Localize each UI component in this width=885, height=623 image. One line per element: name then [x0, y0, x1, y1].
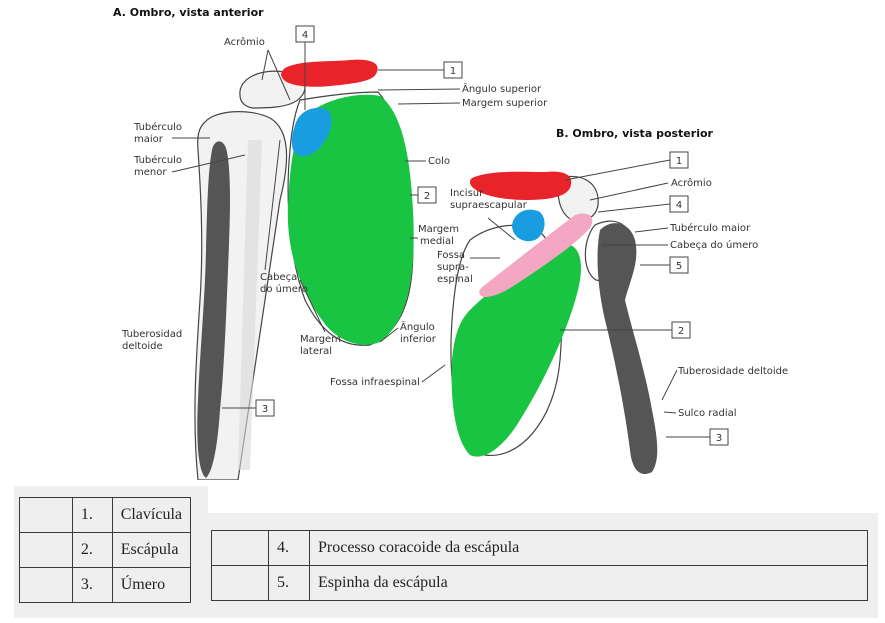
legend-name: Úmero: [111, 567, 192, 603]
processo-coracoide-highlight-a: [291, 107, 332, 157]
svg-text:Ângulo: Ângulo: [400, 320, 435, 333]
svg-text:4: 4: [676, 200, 682, 211]
label-margem-superior: Margem superior: [462, 98, 548, 109]
legend-row: 5. Espinha da escápula: [211, 565, 868, 601]
shoulder-anatomy-diagram: A. Ombro, vista anterior Acrômio 4 1 Âng…: [113, 6, 788, 480]
panel-a-title: A. Ombro, vista anterior: [113, 6, 264, 19]
label-acromio-a: Acrômio: [224, 36, 265, 48]
legend-row: 1. Clavícula: [19, 497, 192, 533]
svg-text:Tuberosidade deltoide: Tuberosidade deltoide: [677, 366, 788, 377]
svg-text:Tubérculo maior: Tubérculo maior: [669, 222, 751, 234]
svg-text:maior: maior: [134, 134, 164, 145]
svg-text:5: 5: [676, 261, 682, 272]
svg-text:Sulco radial: Sulco radial: [678, 408, 737, 419]
svg-text:Margem: Margem: [418, 224, 459, 235]
clavicula-highlight-b: [469, 171, 572, 200]
legend-row: 3. Úmero: [19, 567, 192, 603]
svg-text:Fossa infraespinal: Fossa infraespinal: [330, 377, 420, 388]
legend-row: 4. Processo coracoide da escápula: [211, 530, 868, 566]
svg-text:Cabeça: Cabeça: [260, 272, 297, 283]
svg-text:supra-: supra-: [437, 262, 469, 273]
panel-b-annotations: 1 Acrômio Incisur supraescapular 4 Tubér…: [437, 151, 788, 446]
panel-b-title: B. Ombro, vista posterior: [556, 127, 714, 140]
svg-text:Margem: Margem: [300, 334, 341, 345]
svg-text:lateral: lateral: [300, 346, 332, 357]
svg-text:menor: menor: [134, 167, 167, 178]
legend-table-1: 1. Clavícula 2. Escápula 3. Úmero: [19, 497, 192, 603]
svg-text:Incisur: Incisur: [450, 188, 484, 199]
espinha-escapula-highlight-b: [479, 213, 593, 297]
svg-text:Tuberosidad: Tuberosidad: [121, 329, 182, 340]
svg-text:espinal: espinal: [437, 274, 473, 285]
svg-text:inferior: inferior: [400, 334, 437, 345]
escapula-highlight-b: [451, 244, 581, 457]
umero-highlight-b: [597, 223, 658, 474]
svg-text:3: 3: [716, 433, 722, 444]
legend-row: 2. Escápula: [19, 532, 192, 568]
svg-text:do úmero: do úmero: [260, 283, 308, 295]
svg-text:1: 1: [450, 66, 456, 77]
legend-name: Processo coracoide da escápula: [309, 530, 868, 566]
svg-text:2: 2: [424, 191, 430, 202]
svg-text:1: 1: [676, 156, 682, 167]
svg-text:Colo: Colo: [428, 156, 450, 167]
svg-text:deltoide: deltoide: [122, 341, 163, 352]
checkbox-cell[interactable]: [211, 530, 269, 566]
legend-table-2: 4. Processo coracoide da escápula 5. Esp…: [211, 530, 868, 601]
checkbox-cell[interactable]: [19, 567, 73, 603]
label-angulo-superior: Ângulo superior: [462, 82, 542, 95]
clavicula-highlight-a: [281, 59, 378, 87]
svg-text:Tubérculo: Tubérculo: [133, 121, 182, 133]
checkbox-cell[interactable]: [19, 532, 73, 568]
panel-a-annotations: Acrômio 4 1 Ângulo superior Margem super…: [121, 25, 548, 417]
svg-text:Acrômio: Acrômio: [671, 177, 712, 189]
svg-text:supraescapular: supraescapular: [450, 200, 528, 211]
checkbox-cell[interactable]: [19, 497, 73, 533]
umero-highlight-a: [197, 141, 230, 479]
legend-name: Escápula: [111, 532, 192, 568]
svg-text:Cabeça do úmero: Cabeça do úmero: [670, 239, 758, 251]
svg-text:medial: medial: [420, 236, 454, 247]
escapula-highlight-a: [287, 94, 414, 345]
checkbox-cell[interactable]: [211, 565, 269, 601]
legend-name: Clavícula: [111, 497, 192, 533]
svg-text:Fossa: Fossa: [437, 250, 465, 261]
legend-name: Espinha da escápula: [309, 565, 868, 601]
svg-text:4: 4: [302, 30, 308, 41]
svg-text:3: 3: [262, 404, 268, 415]
svg-text:Tubérculo: Tubérculo: [133, 154, 182, 166]
svg-text:2: 2: [678, 326, 684, 337]
processo-coracoide-highlight-b: [512, 209, 545, 242]
